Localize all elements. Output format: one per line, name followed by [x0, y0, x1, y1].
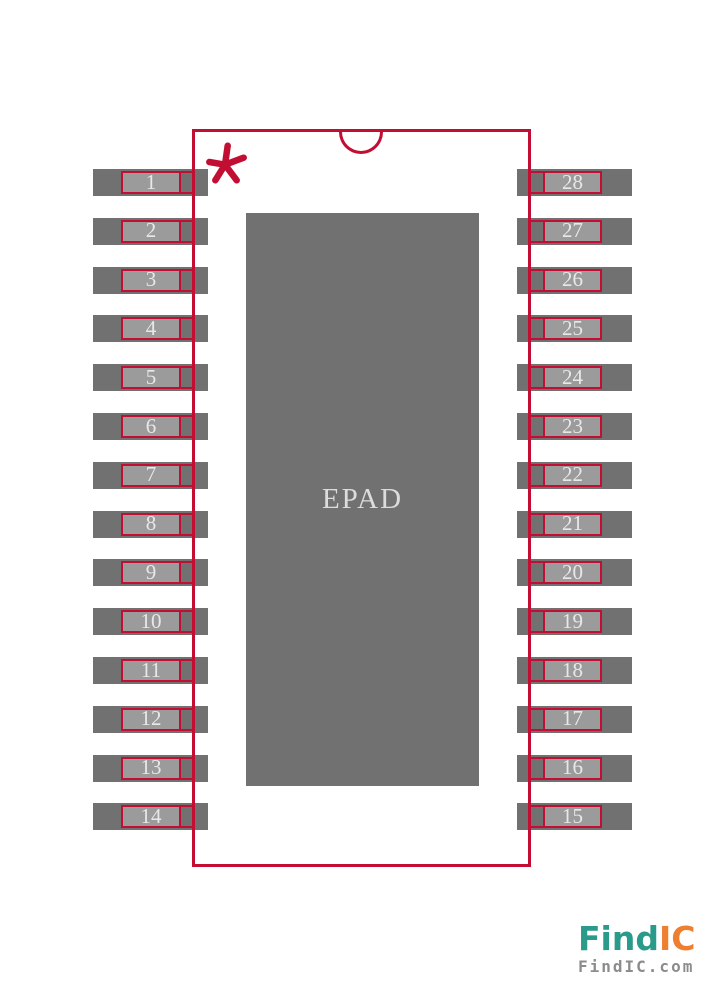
pin-number-label: 27 [562, 218, 583, 243]
lead-body: 17 [543, 706, 600, 731]
pin-number-label: 1 [145, 169, 157, 194]
pin-number-label: 28 [562, 169, 583, 194]
pin-number-label: 10 [140, 608, 162, 633]
logo-find-text: Find [578, 919, 659, 958]
lead-body: 10 [123, 608, 181, 633]
lead-body: 11 [123, 657, 181, 682]
lead-outline-right: 24 [529, 364, 602, 390]
lead-outline-left: 14 [121, 803, 194, 829]
lead-body: 21 [543, 511, 600, 536]
lead-body: 12 [123, 706, 181, 731]
pin-number-label: 16 [562, 755, 583, 780]
lead-outline-left: 8 [121, 511, 194, 536]
pin-number-label: 19 [562, 608, 583, 633]
pin-number-label: 22 [562, 462, 583, 487]
lead-outline-left: 6 [121, 415, 194, 438]
lead-body: 15 [543, 803, 600, 828]
lead-outline-left: 10 [121, 608, 194, 634]
lead-body: 14 [123, 803, 181, 828]
lead-outline-left: 4 [121, 315, 194, 341]
lead-outline-right: 23 [529, 415, 602, 438]
pin-number-label: 25 [562, 315, 583, 340]
lead-body: 2 [123, 218, 181, 243]
lead-outline-right: 16 [529, 755, 602, 780]
lead-outline-right: 27 [529, 218, 602, 243]
lead-body: 6 [123, 413, 181, 438]
lead-body: 5 [123, 364, 181, 389]
lead-body: 18 [543, 657, 600, 682]
pin1-marker-icon [206, 142, 247, 184]
pin-number-label: 7 [145, 462, 157, 487]
package-body-outline [192, 129, 531, 867]
lead-outline-right: 19 [529, 608, 602, 634]
pin-number-label: 8 [145, 511, 157, 536]
lead-outline-left: 13 [121, 755, 194, 780]
lead-body: 24 [543, 364, 600, 389]
lead-body: 7 [123, 462, 181, 487]
pin-number-label: 15 [562, 803, 583, 828]
pin-number-label: 21 [562, 511, 583, 536]
lead-outline-right: 26 [529, 267, 602, 292]
pin-number-label: 5 [145, 364, 157, 389]
lead-body: 8 [123, 511, 181, 536]
epad-label: EPAD [321, 483, 404, 515]
lead-outline-right: 15 [529, 803, 602, 829]
lead-body: 20 [543, 559, 600, 584]
lead-outline-left: 9 [121, 559, 194, 585]
pin-number-label: 17 [562, 706, 583, 731]
pin-number-label: 13 [140, 755, 162, 780]
lead-body: 13 [123, 755, 181, 780]
pin-number-label: 6 [145, 413, 157, 438]
lead-outline-left: 11 [121, 659, 194, 682]
pin-number-label: 12 [140, 706, 162, 731]
lead-body: 4 [123, 315, 181, 340]
lead-body: 27 [543, 218, 600, 243]
lead-body: 28 [543, 169, 600, 194]
lead-outline-right: 28 [529, 171, 602, 194]
lead-body: 1 [123, 169, 181, 194]
lead-outline-left: 12 [121, 706, 194, 731]
lead-body: 16 [543, 755, 600, 780]
findic-logo-wordmark: FindIC [578, 922, 695, 955]
pin-number-label: 26 [562, 267, 583, 292]
logo-ic-text: IC [658, 919, 696, 958]
exposed-pad: EPAD [246, 213, 479, 786]
lead-outline-left: 3 [121, 267, 194, 292]
lead-outline-left: 1 [121, 171, 194, 194]
lead-outline-right: 18 [529, 659, 602, 682]
lead-body: 26 [543, 267, 600, 292]
pin-number-label: 4 [145, 315, 157, 340]
lead-outline-right: 17 [529, 706, 602, 731]
lead-body: 3 [123, 267, 181, 292]
lead-body: 19 [543, 608, 600, 633]
lead-body: 23 [543, 413, 600, 438]
logo-domain-text: FindIC.com [578, 957, 695, 976]
lead-outline-left: 7 [121, 462, 194, 487]
lead-outline-right: 22 [529, 462, 602, 487]
pin-number-label: 18 [562, 657, 583, 682]
lead-body: 9 [123, 559, 181, 584]
findic-logo: FindIC FindIC.com [578, 922, 695, 975]
lead-outline-right: 25 [529, 315, 602, 341]
lead-body: 25 [543, 315, 600, 340]
lead-outline-right: 21 [529, 511, 602, 536]
lead-outline-left: 2 [121, 218, 194, 243]
pin-number-label: 14 [140, 803, 162, 828]
pin-number-label: 20 [562, 559, 583, 584]
pin-number-label: 24 [562, 364, 583, 389]
pin-number-label: 9 [145, 559, 157, 584]
pin-number-label: 23 [562, 413, 583, 438]
lead-outline-left: 5 [121, 364, 194, 390]
lead-outline-right: 20 [529, 559, 602, 585]
pin-number-label: 3 [145, 267, 157, 292]
pin-number-label: 11 [140, 657, 162, 682]
lead-body: 22 [543, 462, 600, 487]
pin-number-label: 2 [145, 218, 157, 243]
